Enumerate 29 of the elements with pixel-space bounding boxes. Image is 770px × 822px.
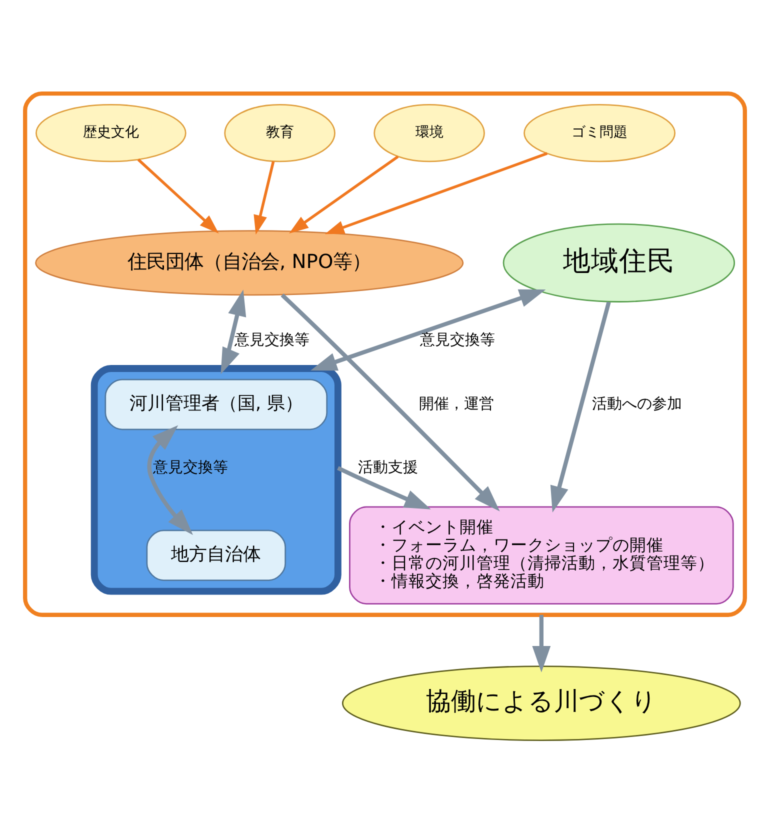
node-ellipse: 住民団体（自治会, NPO等） xyxy=(35,230,464,296)
arrow xyxy=(137,158,219,233)
edge-label: 開催，運営 xyxy=(418,394,494,412)
arrow xyxy=(337,466,431,509)
arrow xyxy=(289,154,399,233)
arrow xyxy=(220,289,246,374)
arrow xyxy=(254,160,275,234)
arrow xyxy=(310,288,546,370)
node-box: 地方自治体 xyxy=(146,529,286,580)
arrow xyxy=(324,152,548,234)
edge-label: 意見交換等 xyxy=(153,458,228,476)
node-ellipse: 歴史文化 xyxy=(36,104,186,162)
node-ellipse: 教育 xyxy=(224,104,336,162)
node-box: 河川管理者（国, 県） xyxy=(104,378,328,430)
arrow xyxy=(280,292,500,511)
node-box: ・イベント開催 ・フォーラム，ワークショップの開催 ・日常の河川管理（清掃活動，水質管理等） ・情報交換，啓発活動 xyxy=(349,506,734,604)
node-ellipse: 環境 xyxy=(374,104,485,162)
edge-label: 活動支援 xyxy=(358,458,418,476)
edge-label: 活動への参加 xyxy=(592,394,682,412)
cluster xyxy=(23,91,747,616)
node-ellipse: 協働による川づくり xyxy=(342,665,741,740)
arrow xyxy=(550,301,611,512)
edge-label: 意見交換等 xyxy=(234,330,310,348)
node-ellipse: 地域住民 xyxy=(502,222,736,302)
arrow xyxy=(532,614,551,672)
edge-label: 意見交換等 xyxy=(420,330,496,348)
arrow xyxy=(147,424,193,534)
cluster xyxy=(90,364,342,594)
node-ellipse: ゴミ問題 xyxy=(524,104,676,162)
